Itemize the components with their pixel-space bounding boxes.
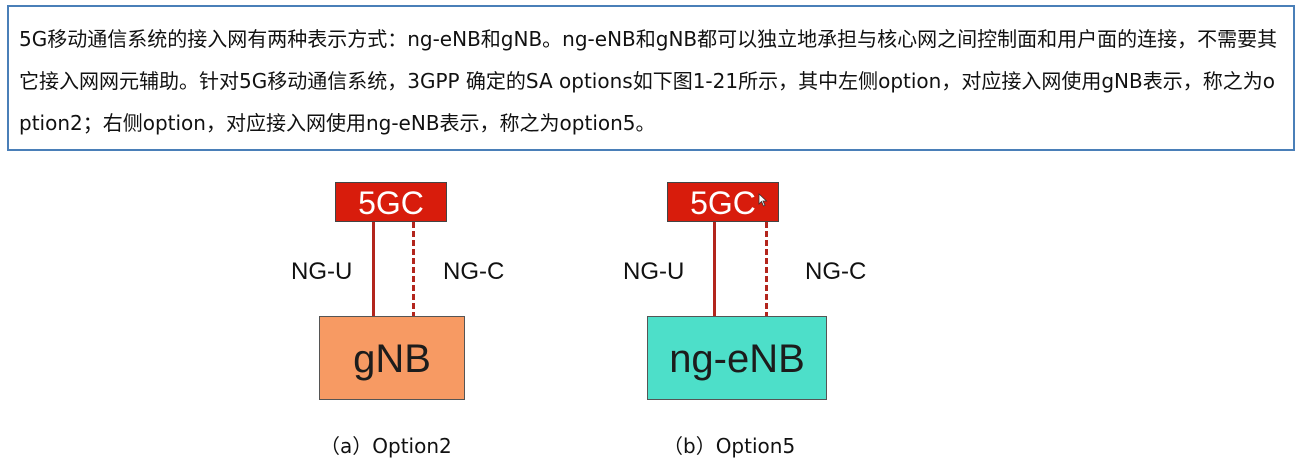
mouse-pointer-icon [758, 193, 768, 207]
option5-ng-u-label: NG-U [623, 258, 685, 285]
option5-ng-u-link [713, 222, 716, 318]
gnb-box: gNB [319, 316, 465, 400]
option2-ng-c-label: NG-C [443, 258, 505, 285]
description-textbox: 5G移动通信系统的接入网有两种表示方式：ng-eNB和gNB。ng-eNB和gN… [7, 5, 1295, 151]
option2-caption: （a）Option2 [320, 434, 452, 458]
option2-5gc-box: 5GC [335, 182, 447, 222]
sa-options-diagram: 5GC NG-U NG-C gNB （a）Option2 5GC NG-U NG… [0, 160, 1313, 472]
option5-caption: （b）Option5 [663, 434, 796, 458]
option2-ng-c-link [412, 222, 415, 318]
option5-ng-c-link [765, 222, 768, 318]
option5-ng-c-label: NG-C [805, 258, 867, 285]
ng-enb-box: ng-eNB [647, 316, 827, 400]
option2-ng-u-link [372, 222, 375, 318]
option2-ng-u-label: NG-U [291, 258, 353, 285]
description-paragraph: 5G移动通信系统的接入网有两种表示方式：ng-eNB和gNB。ng-eNB和gN… [19, 27, 1278, 135]
